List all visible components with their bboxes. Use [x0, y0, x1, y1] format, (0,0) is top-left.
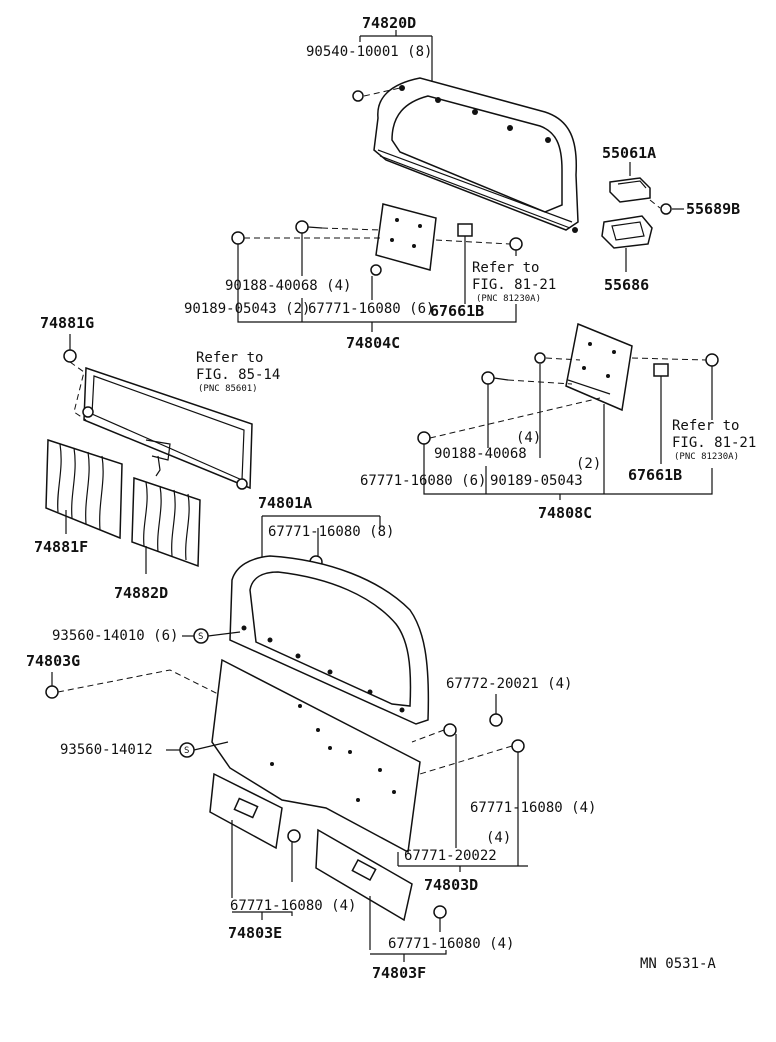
label-74881F: 74881F: [34, 538, 88, 556]
ref3-line1: Refer to: [672, 418, 739, 434]
clip-67771-panel: [511, 739, 525, 753]
ref2-line3: (PNC 85601): [198, 384, 258, 394]
part-74820D-trim: [373, 77, 579, 233]
label-qty4-panel: (4): [486, 830, 511, 846]
label-67771-upper: 67771-16080 (6): [308, 301, 434, 317]
clip-67661B-upper: [457, 223, 473, 237]
label-qty2-right: (2): [576, 456, 601, 472]
label-74803D: 74803D: [424, 876, 478, 894]
label-67771-panel: 67771-16080 (4): [470, 800, 596, 816]
label-90188-upper: 90188-40068 (4): [225, 278, 351, 294]
label-67771-E: 67771-16080 (4): [230, 898, 356, 914]
label-67661B-upper: 67661B: [430, 302, 484, 320]
label-67771-lower: 67771-16080 (6): [360, 473, 486, 489]
part-74803F-panel: [315, 828, 413, 922]
ref3-line2: FIG. 81-21: [672, 435, 756, 451]
bolt-90188-lower: [481, 371, 495, 385]
label-74808C: 74808C: [538, 504, 592, 522]
label-qty4-right: (4): [516, 430, 541, 446]
part-74801A-frame: [229, 555, 430, 725]
clip-67772: [489, 713, 503, 727]
clip-67771-20022: [443, 723, 457, 737]
bolt-90188-upper: [295, 220, 309, 234]
part-74882D-curtain: [131, 476, 201, 568]
label-55061A: 55061A: [602, 144, 656, 162]
label-90189-lower: 90189-05043: [490, 473, 583, 489]
label-74803F: 74803F: [372, 964, 426, 982]
part-74808C-plate: [565, 322, 633, 412]
label-67771-F: 67771-16080 (4): [388, 936, 514, 952]
part-window-panel: [82, 366, 253, 490]
label-74804C: 74804C: [346, 334, 400, 352]
clip-74881G: [63, 349, 77, 363]
clip-90540: [352, 90, 364, 102]
label-74881G: 74881G: [40, 314, 94, 332]
clip-55689B: [660, 203, 672, 215]
label-67772: 67772-20021 (4): [446, 676, 572, 692]
part-74803D-panel: [211, 658, 421, 854]
label-67771-20022: 67771-20022: [404, 848, 497, 864]
ref1-line2: FIG. 81-21: [472, 277, 556, 293]
label-55686: 55686: [604, 276, 649, 294]
screw-symbol-upper-letter: S: [198, 632, 203, 642]
clip-67771-lower: [417, 431, 431, 445]
clip-74803G: [45, 685, 59, 699]
bolt-90189-upper: [231, 231, 245, 245]
label-93560-upper: 93560-14010 (6): [52, 628, 178, 644]
ref2-line1: Refer to: [196, 350, 263, 366]
label-74803E: 74803E: [228, 924, 282, 942]
clip-67661B-lower: [653, 363, 669, 377]
label-93560-lower: 93560-14012: [60, 742, 153, 758]
ref3-line3: (PNC 81230A): [674, 452, 739, 462]
clip-67771-upper: [370, 264, 382, 276]
clip-right-lower: [705, 353, 719, 367]
ref1-line1: Refer to: [472, 260, 539, 276]
diagram-code: MN 0531-A: [640, 956, 716, 972]
label-74803G: 74803G: [26, 652, 80, 670]
label-74882D: 74882D: [114, 584, 168, 602]
label-55689B: 55689B: [686, 200, 740, 218]
ref2-line2: FIG. 85-14: [196, 367, 280, 383]
part-74803E-panel: [209, 772, 283, 850]
label-90188-lower: 90188-40068: [434, 446, 527, 462]
part-55686-bracket: [601, 215, 653, 249]
label-67661B-lower: 67661B: [628, 466, 682, 484]
label-90540: 90540-10001 (8): [306, 44, 432, 60]
clip-right-upper: [509, 237, 523, 251]
label-74820D: 74820D: [362, 14, 416, 32]
label-67771-frame: 67771-16080 (8): [268, 524, 394, 540]
part-74881F-curtain: [45, 438, 123, 540]
screw-symbol-lower-letter: S: [184, 746, 189, 756]
label-90189-upper: 90189-05043 (2): [184, 301, 310, 317]
clip-67771-F: [433, 905, 447, 919]
clip-67771-E: [287, 829, 301, 843]
part-55061A-switch: [609, 177, 651, 203]
label-74801A: 74801A: [258, 494, 312, 512]
part-74804C-plate: [375, 203, 437, 271]
bolt-90189-lower: [534, 352, 546, 364]
ref1-line3: (PNC 81230A): [476, 294, 541, 304]
